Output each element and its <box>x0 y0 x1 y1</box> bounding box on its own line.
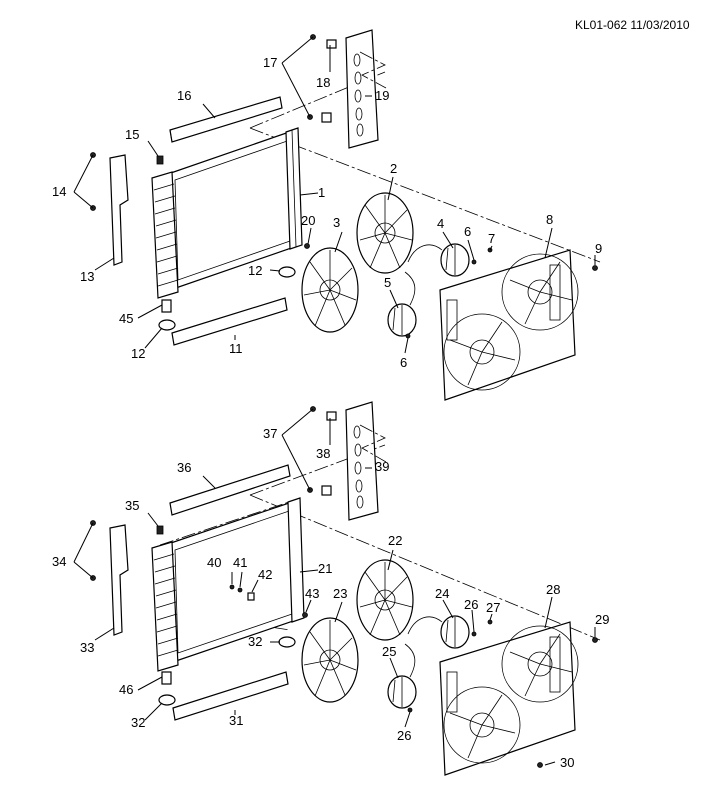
callout-12-lower: 12 <box>131 346 145 361</box>
callout-6-upper: 6 <box>464 224 471 239</box>
callout-13: 13 <box>80 269 94 284</box>
callout-2: 2 <box>390 161 397 176</box>
callout-38: 38 <box>316 446 330 461</box>
callout-31: 31 <box>229 713 243 728</box>
callout-30: 30 <box>560 755 574 770</box>
fan-blade-left-2 <box>301 617 359 703</box>
upper-air-seal-2 <box>169 464 291 516</box>
radiator <box>151 127 303 299</box>
bottom-assembly: 37 38 39 36 35 34 40 41 42 21 22 43 23 2… <box>52 401 609 776</box>
sensor-42 <box>247 592 255 601</box>
callout-45: 45 <box>119 311 133 326</box>
callout-12-upper: 12 <box>248 263 262 278</box>
callout-41: 41 <box>233 555 247 570</box>
insulator-lower <box>158 319 176 331</box>
callout-43: 43 <box>305 586 319 601</box>
top-assembly: 17 18 19 16 15 14 1 2 3 4 6 7 8 9 20 12 … <box>52 29 602 401</box>
lower-clip <box>321 112 332 123</box>
fan-blade-left <box>301 247 359 333</box>
upper-air-seal <box>169 96 283 143</box>
fan-motor-left-2 <box>387 643 417 709</box>
callout-1: 1 <box>318 185 325 200</box>
fan-blade-right <box>356 192 414 274</box>
callout-37: 37 <box>263 426 277 441</box>
callout-42: 42 <box>258 567 272 582</box>
callout-24: 24 <box>435 586 449 601</box>
fan-shroud-2 <box>439 621 579 776</box>
callout-36: 36 <box>177 460 191 475</box>
fan-motor-left <box>387 271 417 337</box>
callout-9: 9 <box>595 241 602 256</box>
upper-clip <box>326 39 337 49</box>
callout-8: 8 <box>546 212 553 227</box>
radiator-2 <box>151 497 305 672</box>
callout-29: 29 <box>595 612 609 627</box>
callout-25: 25 <box>382 644 396 659</box>
callout-27: 27 <box>486 600 500 615</box>
callout-26-upper: 26 <box>464 597 478 612</box>
upper-clip-2 <box>326 411 337 421</box>
callout-34: 34 <box>52 554 66 569</box>
sensor-40 <box>229 584 235 590</box>
callout-19: 19 <box>375 88 389 103</box>
callout-46: 46 <box>119 682 133 697</box>
shroud-bolt-30 <box>537 762 543 768</box>
radiator-side-baffle-left <box>109 154 129 266</box>
callout-22: 22 <box>388 533 402 548</box>
drain-valve <box>161 299 172 313</box>
insulator-upper <box>278 266 296 278</box>
radiator-side-baffle-right-2 <box>345 401 387 521</box>
fan-motor-right-2 <box>407 615 470 649</box>
callout-3: 3 <box>333 215 340 230</box>
screw-20 <box>304 243 310 249</box>
callout-5: 5 <box>384 275 391 290</box>
callout-26-lower: 26 <box>397 728 411 743</box>
lower-clip-2 <box>321 485 332 496</box>
callout-32-upper: 32 <box>248 634 262 649</box>
callout-21: 21 <box>318 561 332 576</box>
callout-40: 40 <box>207 555 221 570</box>
fan-motor-right <box>407 243 470 277</box>
callout-28: 28 <box>546 582 560 597</box>
callout-32-lower: 32 <box>131 715 145 730</box>
callout-14: 14 <box>52 184 66 199</box>
drain-plug <box>156 155 164 165</box>
callout-15: 15 <box>125 127 139 142</box>
fan-shroud <box>439 249 579 401</box>
lower-air-seal <box>171 297 288 346</box>
callout-16: 16 <box>177 88 191 103</box>
callout-17: 17 <box>263 55 277 70</box>
shroud-bolt <box>592 265 598 271</box>
sensor-41 <box>237 587 243 593</box>
diagram-reference-label: KL01-062 11/03/2010 <box>575 18 690 32</box>
callout-4: 4 <box>437 216 444 231</box>
callout-18: 18 <box>316 75 330 90</box>
callout-20: 20 <box>301 213 315 228</box>
fan-blade-right-2 <box>356 559 414 641</box>
callout-35: 35 <box>125 498 139 513</box>
callout-39: 39 <box>375 459 389 474</box>
callout-33: 33 <box>80 640 94 655</box>
insulator-upper-2 <box>278 636 296 648</box>
callout-7: 7 <box>488 231 495 246</box>
callout-23: 23 <box>333 586 347 601</box>
insulator-lower-2 <box>158 694 176 706</box>
callout-6-lower: 6 <box>400 355 407 370</box>
radiator-side-baffle-right <box>345 29 387 149</box>
radiator-side-baffle-left-2 <box>109 524 129 636</box>
lower-air-seal-2 <box>172 671 289 721</box>
callout-11: 11 <box>229 341 243 356</box>
